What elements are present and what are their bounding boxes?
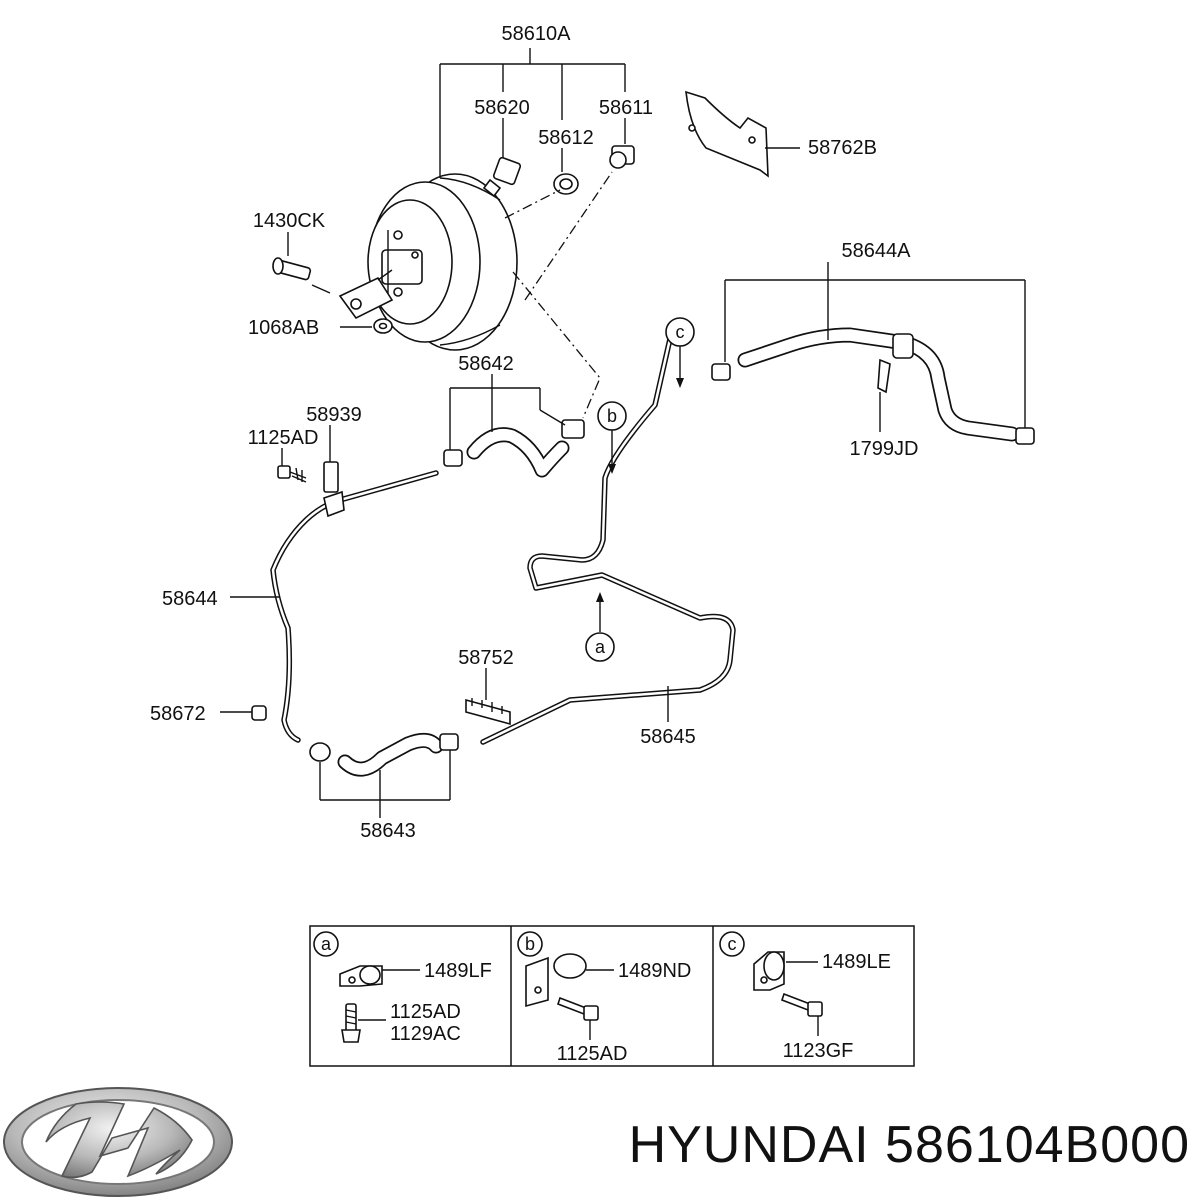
bolt-1125AD bbox=[277, 465, 307, 483]
hose-58642 bbox=[443, 419, 585, 478]
svg-text:a: a bbox=[595, 637, 606, 657]
label-58643: 58643 bbox=[360, 820, 416, 842]
label-58644A: 58644A bbox=[842, 240, 912, 262]
svg-text:c: c bbox=[728, 934, 737, 954]
detail-a: a 1489LF 1125AD 1129AC bbox=[313, 931, 492, 1045]
hyundai-logo bbox=[3, 1087, 233, 1197]
grommet-58612 bbox=[553, 173, 579, 195]
svg-text:b: b bbox=[525, 934, 535, 954]
callout-b: b bbox=[597, 401, 627, 431]
label-58611: 58611 bbox=[599, 97, 653, 119]
pipe-58645 bbox=[480, 327, 736, 745]
clip-58752 bbox=[465, 698, 511, 726]
brake-booster bbox=[367, 173, 518, 351]
label-58645: 58645 bbox=[640, 726, 696, 748]
part-labels: 58610A 58620 58611 58612 58762B 1430CK 1… bbox=[150, 23, 918, 842]
hose-58643 bbox=[309, 733, 459, 777]
detail-c-part1: 1489LE bbox=[822, 951, 891, 973]
detail-c: c 1489LE 1123GF bbox=[719, 931, 891, 1062]
svg-text:c: c bbox=[676, 322, 685, 342]
svg-text:a: a bbox=[321, 934, 332, 954]
bracket-58762B bbox=[685, 90, 769, 178]
clevis-rod bbox=[338, 269, 394, 320]
detail-a-part1: 1489LF bbox=[424, 960, 492, 982]
label-58762B: 58762B bbox=[808, 137, 877, 159]
label-58672: 58672 bbox=[150, 703, 206, 725]
hose-58644A bbox=[711, 327, 1035, 445]
svg-text:b: b bbox=[607, 406, 617, 426]
bracket-58939 bbox=[323, 461, 345, 518]
label-58610A: 58610A bbox=[502, 23, 572, 45]
leader-lines bbox=[220, 48, 1026, 818]
centerline bbox=[512, 271, 601, 419]
detail-table: a 1489LF 1125AD 1129AC b 1489ND 1125 bbox=[309, 925, 915, 1067]
fitting-58611 bbox=[609, 145, 635, 169]
detail-b-part2: 1125AD bbox=[557, 1043, 628, 1065]
label-1430CK: 1430CK bbox=[253, 210, 326, 232]
label-58939: 58939 bbox=[306, 404, 362, 426]
cap-58672 bbox=[251, 705, 267, 721]
brand-part-number: HYUNDAI 586104B000 bbox=[629, 1116, 1190, 1174]
clevis-pin bbox=[272, 257, 331, 294]
label-58642: 58642 bbox=[458, 353, 514, 375]
centerline-2 bbox=[504, 189, 561, 219]
label-58620: 58620 bbox=[474, 97, 530, 119]
label-58612: 58612 bbox=[538, 127, 594, 149]
label-1125AD: 1125AD bbox=[248, 427, 319, 449]
label-1068AB: 1068AB bbox=[248, 317, 319, 339]
washer bbox=[373, 318, 393, 334]
pipe-58644 bbox=[270, 470, 439, 743]
label-1799JD: 1799JD bbox=[850, 438, 919, 460]
detail-c-part2: 1123GF bbox=[783, 1040, 854, 1062]
check-valve-58620 bbox=[482, 156, 522, 198]
detail-a-part3: 1129AC bbox=[390, 1023, 461, 1045]
callout-a: a bbox=[585, 632, 615, 662]
centerline-3 bbox=[524, 171, 613, 301]
callout-c: c bbox=[665, 317, 695, 347]
label-58644: 58644 bbox=[162, 588, 218, 610]
detail-b: b 1489ND 1125AD bbox=[517, 931, 691, 1065]
detail-b-part1: 1489ND bbox=[618, 960, 691, 982]
label-58752: 58752 bbox=[458, 647, 514, 669]
detail-a-part2: 1125AD bbox=[390, 1001, 461, 1023]
